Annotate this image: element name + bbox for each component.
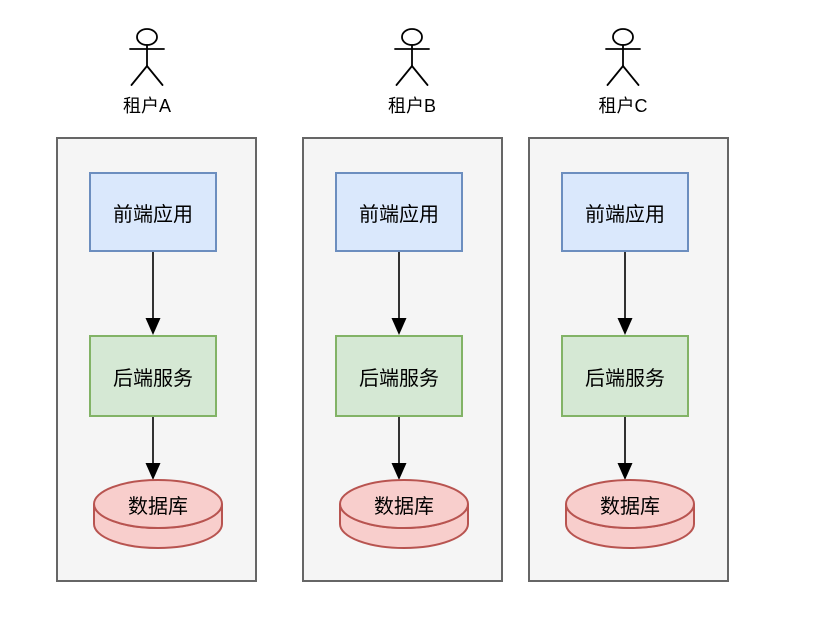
database-label: 数据库 xyxy=(374,495,434,518)
tenant-container: 前端应用 后端服务 数据库 xyxy=(302,137,503,582)
backend-service-node: 后端服务 xyxy=(561,335,689,417)
frontend-app-label: 前端应用 xyxy=(585,203,665,226)
database-node: 数据库 xyxy=(92,478,224,550)
tenant-column-a: 租户A 前端应用 后端服务 数据库 xyxy=(56,0,257,626)
down-arrow-icon xyxy=(391,252,407,335)
actor-label: 租户B xyxy=(387,96,436,116)
down-arrow-icon xyxy=(617,252,633,335)
backend-service-label: 后端服务 xyxy=(359,367,439,390)
actor-group: 租户C xyxy=(573,28,673,117)
database-label: 数据库 xyxy=(128,495,188,518)
down-arrow-icon xyxy=(617,417,633,480)
actor-group: 租户B xyxy=(362,28,462,117)
backend-service-label: 后端服务 xyxy=(113,367,193,390)
frontend-app-label: 前端应用 xyxy=(359,203,439,226)
frontend-app-node: 前端应用 xyxy=(561,172,689,252)
frontend-app-node: 前端应用 xyxy=(89,172,217,252)
database-cylinder-icon xyxy=(339,479,469,549)
actor-icon xyxy=(129,28,165,86)
tenant-column-c: 租户C 前端应用 后端服务 数据库 xyxy=(528,0,729,626)
actor-icon xyxy=(394,28,430,86)
database-cylinder-icon xyxy=(93,479,223,549)
frontend-app-node: 前端应用 xyxy=(335,172,463,252)
tenant-container: 前端应用 后端服务 数据库 xyxy=(56,137,257,582)
down-arrow-icon xyxy=(145,417,161,480)
actor-icon xyxy=(605,28,641,86)
tenant-container: 前端应用 后端服务 数据库 xyxy=(528,137,729,582)
backend-service-node: 后端服务 xyxy=(89,335,217,417)
database-label: 数据库 xyxy=(600,495,660,518)
database-node: 数据库 xyxy=(338,478,470,550)
frontend-app-label: 前端应用 xyxy=(113,203,193,226)
database-node: 数据库 xyxy=(564,478,696,550)
backend-service-label: 后端服务 xyxy=(585,367,665,390)
database-cylinder-icon xyxy=(565,479,695,549)
actor-label: 租户A xyxy=(122,96,171,116)
actor-label: 租户C xyxy=(598,96,648,116)
tenant-column-b: 租户B 前端应用 后端服务 数据库 xyxy=(302,0,503,626)
down-arrow-icon xyxy=(391,417,407,480)
backend-service-node: 后端服务 xyxy=(335,335,463,417)
actor-group: 租户A xyxy=(97,28,197,117)
down-arrow-icon xyxy=(145,252,161,335)
